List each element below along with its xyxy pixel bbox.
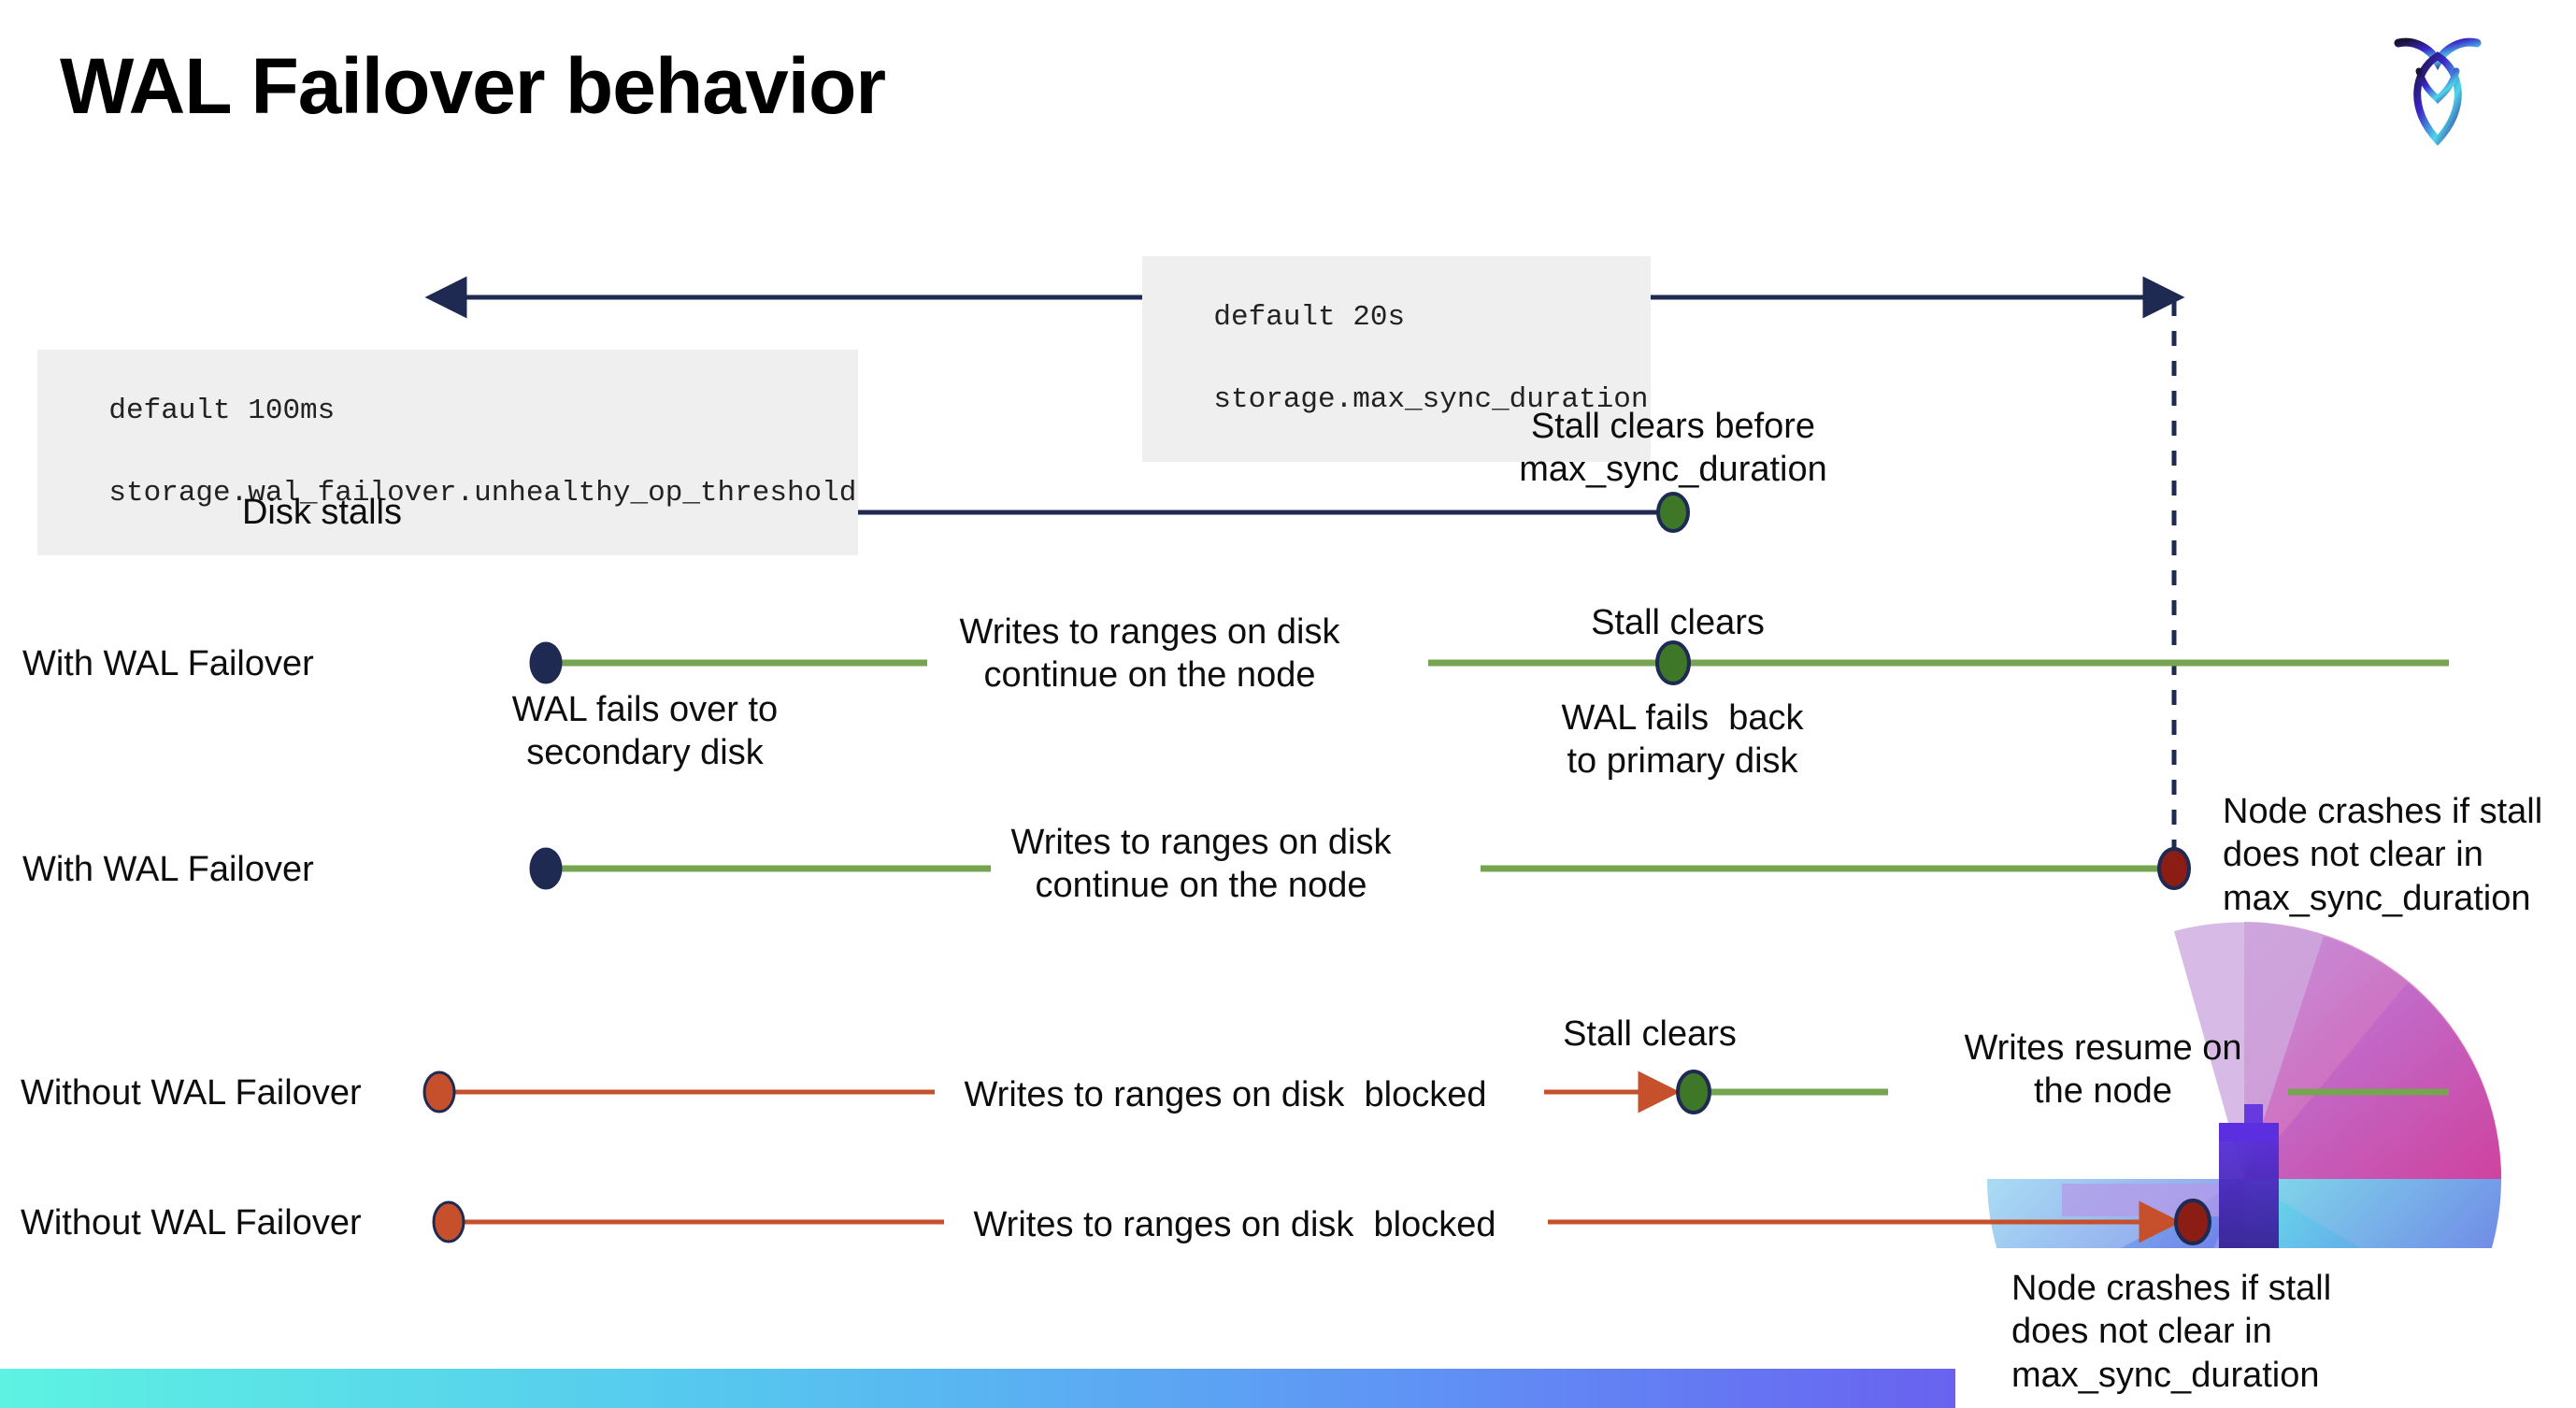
max-sync-setting-label: storage.max_sync_duration (1213, 380, 1649, 422)
max-sync-duration-annotation: default 20s storage.max_sync_duration (1142, 256, 1651, 463)
stall-clear-dot (1655, 640, 1691, 685)
stall-clear-dot (1656, 492, 1690, 533)
row-label-without-wal-failover-1: Without WAL Failover (21, 1073, 362, 1113)
note-writes-blocked-2: Writes to ranges on disk blocked (973, 1205, 1496, 1244)
note-stall-clears-before-max-sync: Stall clears before max_sync_duration (1519, 407, 1827, 490)
note-wal-fails-back-to-primary: WAL fails back to primary disk (1561, 698, 1804, 782)
page-title: WAL Failover behavior (60, 42, 886, 130)
unhealthy-op-threshold-annotation: default 100ms storage.wal_failover.unhea… (37, 350, 859, 556)
node-crash-callout-box (1955, 1248, 2576, 1408)
row-label-without-wal-failover-2: Without WAL Failover (21, 1203, 362, 1243)
note-writes-resume-on-node: Writes resume on the node (1964, 1028, 2242, 1112)
row-label-with-wal-failover-2: With WAL Failover (22, 850, 314, 889)
note-writes-continue-on-node-2: Writes to ranges on disk continue on the… (1010, 823, 1392, 906)
unhealthy-op-default-label: default 100ms (108, 391, 336, 433)
unhealthy-op-setting-label: storage.wal_failover.unhealthy_op_thresh… (108, 473, 857, 515)
stall-clear-dot (1676, 1070, 1711, 1114)
failover-to-secondary-dot (529, 847, 563, 890)
note-node-crashes-1: Node crashes if stall does not clear in … (2223, 792, 2543, 918)
node-crash-dot (2157, 847, 2191, 890)
failover-to-secondary-dot (529, 641, 563, 684)
note-wal-fails-over-to-secondary: WAL fails over to secondary disk (511, 690, 779, 773)
max-sync-default-label: default 20s (1213, 297, 1406, 339)
row-with-wal-failover-clears-track (529, 640, 2449, 685)
row-label-with-wal-failover-1: With WAL Failover (22, 644, 314, 683)
note-writes-blocked-1: Writes to ranges on disk blocked (964, 1075, 1487, 1114)
cockroachdb-logo (2382, 26, 2494, 148)
note-stall-clears-1: Stall clears (1591, 603, 1765, 642)
note-stall-clears-2: Stall clears (1563, 1014, 1737, 1054)
row-label-disk-stalls: Disk stalls (241, 493, 402, 532)
note-node-crashes-2: Node crashes if stall does not clear in … (2011, 1269, 2332, 1395)
note-writes-continue-on-node-1: Writes to ranges on disk continue on the… (959, 612, 1340, 696)
